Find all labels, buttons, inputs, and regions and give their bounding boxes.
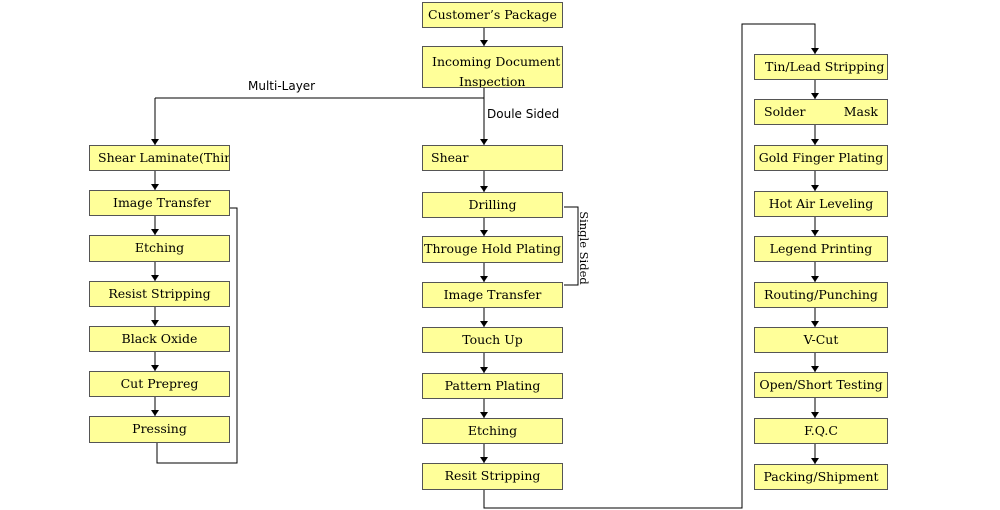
ml-step-pressing: Pressing <box>89 416 230 443</box>
final-step-tin-lead-stripping: Tin/Lead Stripping <box>754 54 888 80</box>
ml-step-shear-laminate: Shear Laminate(Thin) <box>89 145 230 171</box>
ml-step-image-transfer: Image Transfer <box>89 190 230 216</box>
customer-package-box: Customer’s Package <box>422 2 563 28</box>
final-step-legend-printing: Legend Printing <box>754 236 888 262</box>
single-sided-bracket <box>564 206 579 286</box>
incoming-document-line1: Incoming Document <box>432 54 561 69</box>
final-step-gold-finger-plating: Gold Finger Plating <box>754 145 888 171</box>
single-sided-label: Single Sided <box>577 211 591 285</box>
double-sided-label: Doule Sided <box>487 107 560 121</box>
ds-step-drilling: Drilling <box>422 192 563 218</box>
ds-step-image-transfer: Image Transfer <box>422 282 563 308</box>
arrowhead <box>811 48 819 54</box>
connector-to-final-column <box>483 23 816 509</box>
final-step-fqc: F.Q.C <box>754 418 888 444</box>
final-step-solder-mask: Solder Mask <box>754 99 888 125</box>
ml-step-black-oxide: Black Oxide <box>89 326 230 352</box>
ds-step-through-hole-plating: Througe Hold Plating <box>422 236 563 263</box>
final-step-v-cut: V-Cut <box>754 327 888 353</box>
ds-step-pattern-plating: Pattern Plating <box>422 373 563 399</box>
incoming-document-inspection-box: Incoming Document Inspection <box>422 46 563 88</box>
incoming-document-line2: Inspection <box>459 74 526 88</box>
multilayer-loop-line <box>156 207 238 464</box>
multilayer-arrows <box>151 171 159 416</box>
ds-step-resit-stripping: Resit Stripping <box>422 463 563 490</box>
ml-step-cut-prepreg: Cut Prepreg <box>89 371 230 397</box>
double-sided-arrows <box>480 171 488 463</box>
ds-step-shear: Shear <box>422 145 563 171</box>
ds-step-touch-up: Touch Up <box>422 327 563 353</box>
final-step-hot-air-leveling: Hot Air Leveling <box>754 191 888 217</box>
solder-label: Solder <box>764 104 806 119</box>
arrowhead <box>480 40 488 46</box>
ds-step-etching: Etching <box>422 418 563 444</box>
multi-layer-label: Multi-Layer <box>248 79 316 93</box>
final-step-packing-shipment: Packing/Shipment <box>754 464 888 490</box>
mask-label: Mask <box>843 104 878 119</box>
ml-step-etching: Etching <box>89 235 230 262</box>
final-step-open-short-testing: Open/Short Testing <box>754 372 888 398</box>
arrowhead <box>151 139 159 145</box>
final-arrows <box>811 80 819 464</box>
ml-step-resist-stripping: Resist Stripping <box>89 281 230 307</box>
final-step-routing-punching: Routing/Punching <box>754 282 888 308</box>
arrowhead <box>480 139 488 145</box>
